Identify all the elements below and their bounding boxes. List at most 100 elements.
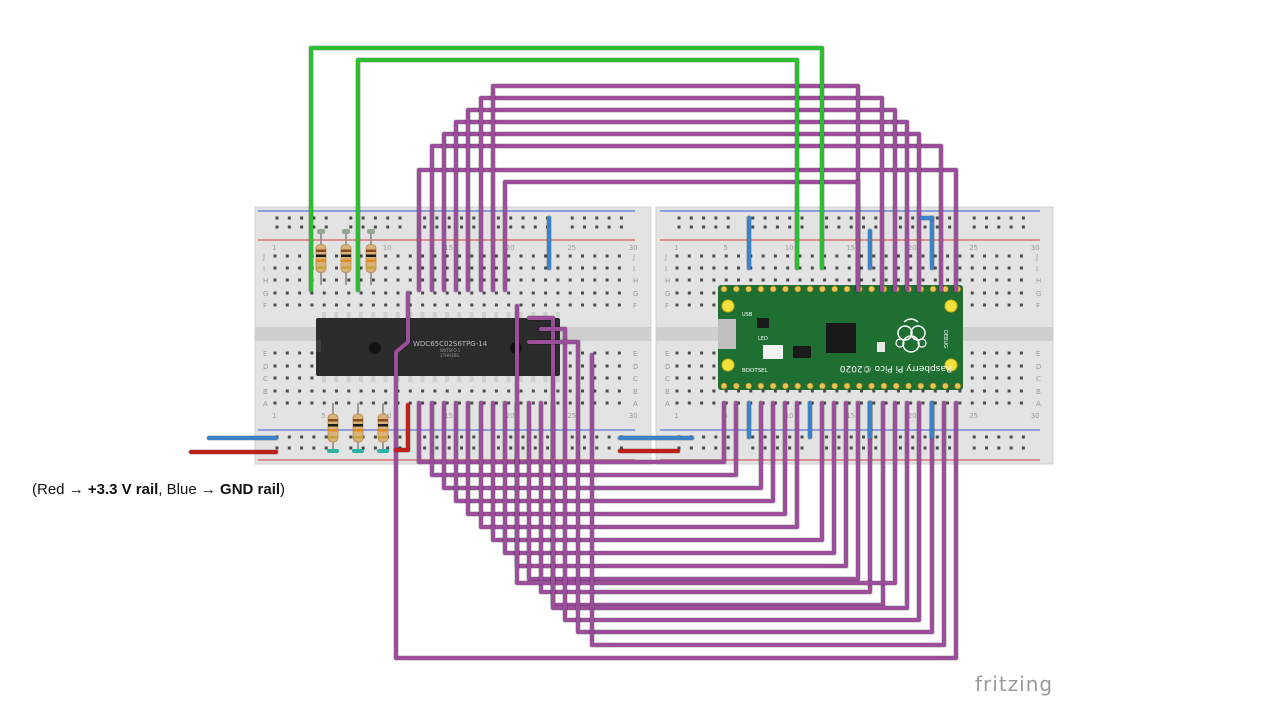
- hole: [786, 266, 790, 270]
- hole: [445, 254, 449, 258]
- pico-pin: [868, 382, 875, 390]
- rail-hole: [775, 225, 779, 229]
- hole: [983, 401, 986, 405]
- rail-hole: [911, 446, 915, 450]
- hole: [1019, 364, 1023, 368]
- hole: [675, 389, 679, 393]
- hole: [675, 303, 679, 307]
- hole: [970, 291, 974, 295]
- bootsel-button: [763, 345, 783, 359]
- rail-hole: [312, 446, 316, 450]
- rail-hole: [948, 225, 952, 229]
- chip-pin: [358, 312, 363, 318]
- hole: [593, 364, 597, 368]
- hole: [445, 291, 449, 295]
- hole: [700, 376, 704, 380]
- hole: [421, 389, 425, 393]
- rail-hole: [874, 216, 878, 220]
- hole: [970, 364, 974, 368]
- hole: [593, 351, 597, 355]
- rail-hole: [435, 446, 439, 450]
- pico-pin: [819, 382, 826, 390]
- hole: [995, 351, 999, 355]
- chip-pin: [555, 376, 560, 382]
- hole: [568, 278, 572, 282]
- rail-hole: [751, 435, 755, 439]
- hole: [958, 254, 962, 258]
- resistor-band: [378, 436, 388, 439]
- hole: [872, 401, 876, 405]
- chip-pin: [322, 312, 326, 318]
- hole: [823, 278, 827, 282]
- rail-hole: [972, 446, 976, 450]
- hole: [798, 266, 802, 270]
- resistor-band: [328, 424, 338, 427]
- hole: [556, 291, 560, 295]
- hole: [568, 266, 572, 270]
- rail-hole: [849, 216, 853, 220]
- rail-hole: [496, 216, 500, 220]
- hole: [700, 254, 704, 258]
- rail-hole: [533, 435, 537, 439]
- hole: [724, 254, 728, 258]
- chip-pin: [334, 312, 339, 318]
- hole: [617, 266, 621, 270]
- hole: [384, 389, 388, 393]
- hole: [285, 389, 289, 393]
- hole: [335, 401, 338, 405]
- hole: [675, 376, 679, 380]
- hole: [712, 278, 716, 282]
- rail-hole: [373, 435, 377, 439]
- rail-hole: [287, 216, 291, 220]
- column-number: 1: [272, 412, 276, 420]
- column-number: 10: [383, 244, 392, 252]
- chip-pin: [432, 376, 437, 382]
- rail-hole: [1009, 446, 1013, 450]
- resistor-band: [328, 436, 338, 439]
- pico-pin: [757, 285, 765, 293]
- rail-hole: [911, 225, 915, 229]
- row-letter: E: [665, 350, 669, 358]
- hole: [1007, 389, 1011, 393]
- rail-hole: [862, 435, 865, 439]
- rail-hole: [275, 216, 279, 220]
- hole: [847, 278, 851, 282]
- rail-hole: [496, 435, 500, 439]
- rail-hole: [788, 216, 792, 220]
- hole: [544, 389, 548, 393]
- hole: [335, 291, 338, 295]
- hole: [593, 389, 597, 393]
- hole: [1007, 351, 1011, 355]
- hole: [909, 401, 913, 405]
- rail-hole: [533, 225, 537, 229]
- wire: [442, 132, 921, 292]
- pico-pin: [892, 382, 900, 390]
- rail-hole: [312, 435, 316, 439]
- rail-hole: [398, 435, 402, 439]
- rail-hole: [423, 216, 427, 220]
- hole: [593, 376, 597, 380]
- rail-hole: [948, 216, 952, 220]
- hole: [581, 376, 584, 380]
- hole: [507, 389, 511, 393]
- row-letter: A: [665, 400, 670, 408]
- hole: [995, 278, 999, 282]
- hole: [798, 278, 802, 282]
- hole: [322, 401, 326, 405]
- pico-pin: [843, 382, 851, 390]
- rail-hole: [349, 225, 353, 229]
- row-letter: G: [1036, 290, 1041, 298]
- rail-hole: [349, 446, 353, 450]
- row-letter: A: [633, 400, 638, 408]
- pico-pin: [855, 382, 863, 390]
- hole: [933, 278, 937, 282]
- hole: [700, 401, 704, 405]
- rail-hole: [935, 446, 939, 450]
- rail-hole: [521, 225, 525, 229]
- rail-hole: [509, 435, 513, 439]
- hole: [712, 351, 716, 355]
- hole: [958, 278, 962, 282]
- hole: [1019, 278, 1023, 282]
- hole: [810, 254, 814, 258]
- rail-hole: [751, 446, 755, 450]
